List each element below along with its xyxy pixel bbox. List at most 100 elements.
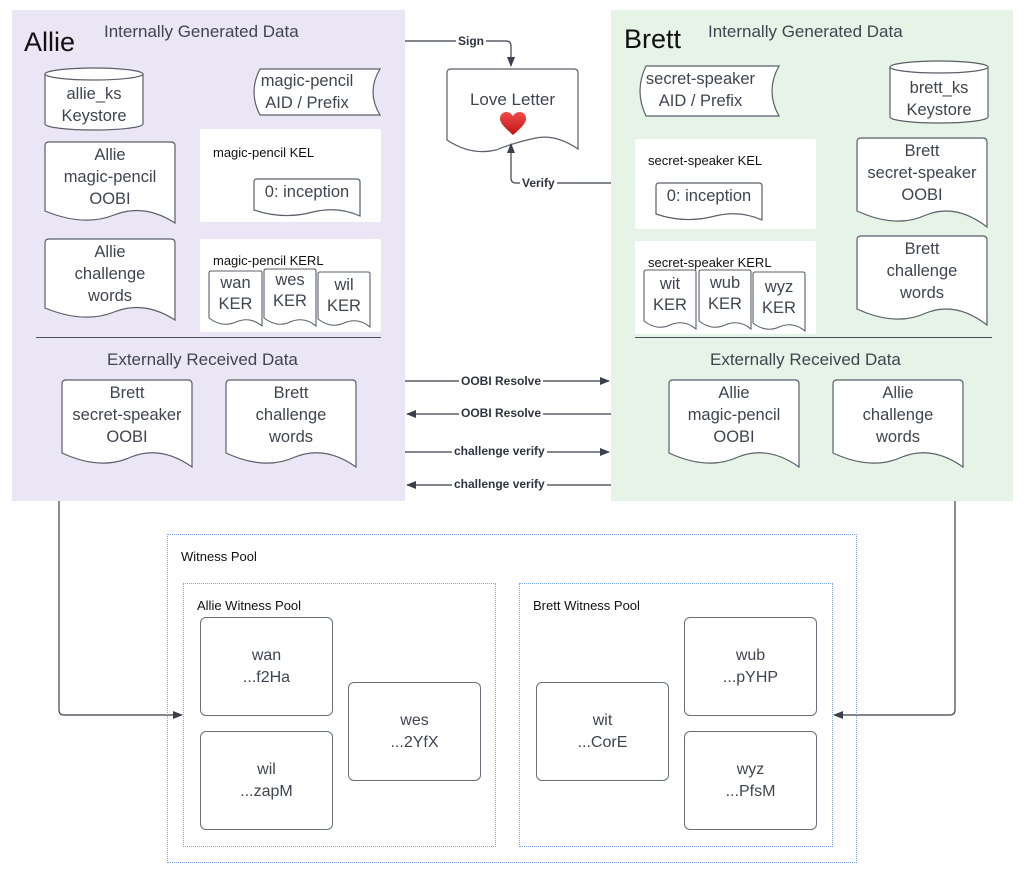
brett-external-title: Externally Received Data xyxy=(710,350,901,369)
oobi-resolve-label-1: OOBI Resolve xyxy=(459,374,544,388)
document-shape xyxy=(44,238,176,322)
witness-node[interactable]: wil ...zapM xyxy=(200,731,333,830)
aid-label: AID / Prefix xyxy=(658,92,743,110)
sign-label: Sign xyxy=(456,34,486,48)
allie-witness-arrow xyxy=(58,501,183,719)
document-shape xyxy=(61,379,193,469)
witness-id: ...zapM xyxy=(240,782,293,800)
brett-title: Brett xyxy=(624,24,682,54)
witness-pool-title: Witness Pool xyxy=(181,549,257,564)
challenge-owner: Brett xyxy=(273,384,309,402)
challenge-owner: Allie xyxy=(94,243,126,261)
love-letter-document: Love Letter xyxy=(446,68,579,153)
verify-label: Verify xyxy=(520,176,557,190)
challenge-owner: Brett xyxy=(904,240,940,258)
oobi-label: OOBI xyxy=(713,428,755,446)
database-icon xyxy=(889,60,989,124)
heart-icon xyxy=(500,112,526,135)
witness-id: ...PfsM xyxy=(725,782,776,800)
keystore-label: Keystore xyxy=(906,101,972,119)
witness-node[interactable]: wub ...pYHP xyxy=(684,617,817,716)
allie-external-title: Externally Received Data xyxy=(107,350,298,369)
brett-internal-title: Internally Generated Data xyxy=(708,22,903,41)
ker-label: KER xyxy=(762,299,796,317)
witness-name: wan xyxy=(251,646,282,664)
oobi-alias: magic-pencil xyxy=(687,406,781,424)
witness-pool-container xyxy=(167,534,857,863)
challenge-words: words xyxy=(87,287,132,305)
aid-label: AID / Prefix xyxy=(265,94,349,112)
oobi-alias: secret-speaker xyxy=(867,164,977,182)
document-shape xyxy=(44,141,176,225)
allie-challenge-document: Allie challenge words xyxy=(44,238,176,322)
document-shape xyxy=(752,271,806,333)
brett-witness-pool xyxy=(519,583,833,847)
witness-id: ...CorE xyxy=(577,733,628,751)
brett-kel-label: secret-speaker KEL xyxy=(648,153,763,168)
allie-kel-event: 0: inception xyxy=(253,178,361,218)
document-shape xyxy=(253,178,361,217)
witness-id: ...f2Ha xyxy=(242,668,291,686)
oobi-label: OOBI xyxy=(901,186,943,204)
challenge-label: challenge xyxy=(886,262,958,280)
document-shape xyxy=(317,271,371,329)
brett-divider xyxy=(635,337,992,338)
oobi-owner: Brett xyxy=(904,142,940,160)
challenge-label: challenge xyxy=(74,265,146,283)
allie-title: Allie xyxy=(24,27,76,57)
document-shape xyxy=(668,379,800,469)
challenge-label: challenge xyxy=(862,406,934,424)
challenge-words: words xyxy=(268,428,313,446)
challenge-words: words xyxy=(875,428,920,446)
oobi-label: OOBI xyxy=(89,190,131,208)
witness-id: ...2YfX xyxy=(390,733,439,751)
aid-name: secret-speaker xyxy=(645,70,756,88)
document-shape xyxy=(225,379,357,469)
brett-witness-pool-title: Brett Witness Pool xyxy=(533,598,640,613)
witness-id: ...pYHP xyxy=(722,668,779,686)
oobi-owner: Brett xyxy=(109,384,145,402)
oobi-alias: magic-pencil xyxy=(63,168,157,186)
document-shape xyxy=(856,137,988,229)
kel-event-text: 0: inception xyxy=(666,187,752,205)
ker-name: wub xyxy=(709,274,741,292)
oobi-owner: Allie xyxy=(718,384,750,402)
ker-name: wan xyxy=(220,274,251,292)
brett-kerl-label: secret-speaker KERL xyxy=(648,255,772,270)
allie-witness-pool xyxy=(183,583,496,847)
witness-node[interactable]: wyz...PfsM xyxy=(684,731,817,830)
document-shape xyxy=(856,235,988,327)
witness-node[interactable]: wan ...f2Ha xyxy=(200,617,333,716)
stored-data-shape xyxy=(639,65,781,117)
witness-name: wub xyxy=(735,646,766,664)
oobi-alias: secret-speaker xyxy=(72,406,182,424)
challenge-label: challenge xyxy=(255,406,327,424)
ker-label: KER xyxy=(273,292,307,310)
oobi-label: OOBI xyxy=(106,428,148,446)
witness-name: wes xyxy=(400,711,429,729)
ker-label: KER xyxy=(653,296,687,314)
witness-node[interactable]: wit...CorE xyxy=(536,682,669,781)
kel-event-text: 0: inception xyxy=(264,183,350,201)
love-letter-title: Love Letter xyxy=(469,90,556,109)
witness-name: wil xyxy=(257,760,276,778)
ker-label: KER xyxy=(327,297,361,315)
oobi-resolve-label-2: OOBI Resolve xyxy=(459,406,544,420)
allie-witness-pool-title: Allie Witness Pool xyxy=(197,598,302,613)
challenge-owner: Allie xyxy=(882,384,914,402)
aid-name: magic-pencil xyxy=(260,72,354,90)
document-shape xyxy=(446,68,579,153)
brett-external-challenge: Allie challenge words xyxy=(832,379,964,469)
witness-node[interactable]: wes ...2YfX xyxy=(348,682,481,781)
